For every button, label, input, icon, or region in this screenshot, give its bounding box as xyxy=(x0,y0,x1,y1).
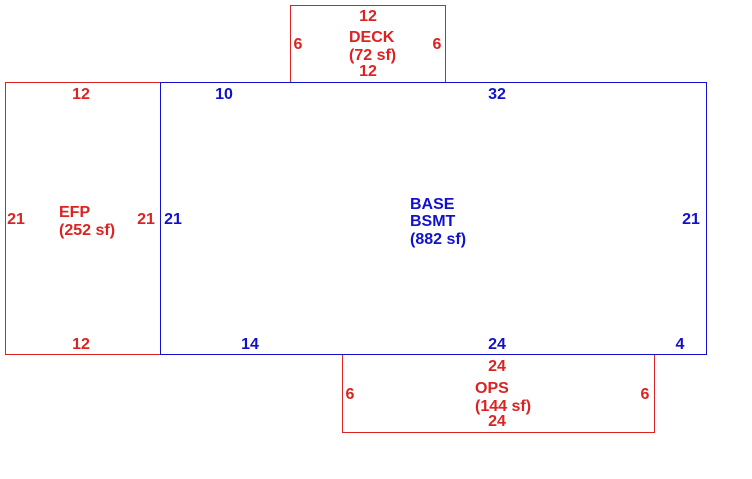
base-bottom-left-dimension: 14 xyxy=(241,336,259,353)
deck-right-dimension: 6 xyxy=(433,36,442,53)
ops-area: (144 sf) xyxy=(475,398,531,415)
base-outline xyxy=(160,82,707,355)
base-bottom-right-dimension: 4 xyxy=(676,336,685,353)
ops-right-dimension: 6 xyxy=(641,386,650,403)
efp-left-dimension: 21 xyxy=(7,211,25,228)
deck-bottom-dimension: 12 xyxy=(359,63,377,80)
deck-area: (72 sf) xyxy=(349,47,396,64)
ops-bottom-dimension: 24 xyxy=(488,413,506,430)
efp-area: (252 sf) xyxy=(59,222,115,239)
base-name-line2: BSMT xyxy=(410,213,456,230)
base-bottom-mid-dimension: 24 xyxy=(488,336,506,353)
base-top-right-dimension: 32 xyxy=(488,86,506,103)
deck-top-dimension: 12 xyxy=(359,8,377,25)
ops-top-dimension: 24 xyxy=(488,358,506,375)
ops-name: OPS xyxy=(475,380,509,397)
efp-top-dimension: 12 xyxy=(72,86,90,103)
deck-left-dimension: 6 xyxy=(294,36,303,53)
efp-name: EFP xyxy=(59,204,90,221)
base-name-line1: BASE xyxy=(410,196,455,213)
base-left-dimension: 21 xyxy=(164,211,182,228)
efp-bottom-dimension: 12 xyxy=(72,336,90,353)
base-area: (882 sf) xyxy=(410,231,466,248)
efp-right-dimension: 21 xyxy=(137,211,155,228)
base-right-dimension: 21 xyxy=(682,211,700,228)
ops-left-dimension: 6 xyxy=(346,386,355,403)
base-top-left-dimension: 10 xyxy=(215,86,233,103)
deck-name: DECK xyxy=(349,29,395,46)
